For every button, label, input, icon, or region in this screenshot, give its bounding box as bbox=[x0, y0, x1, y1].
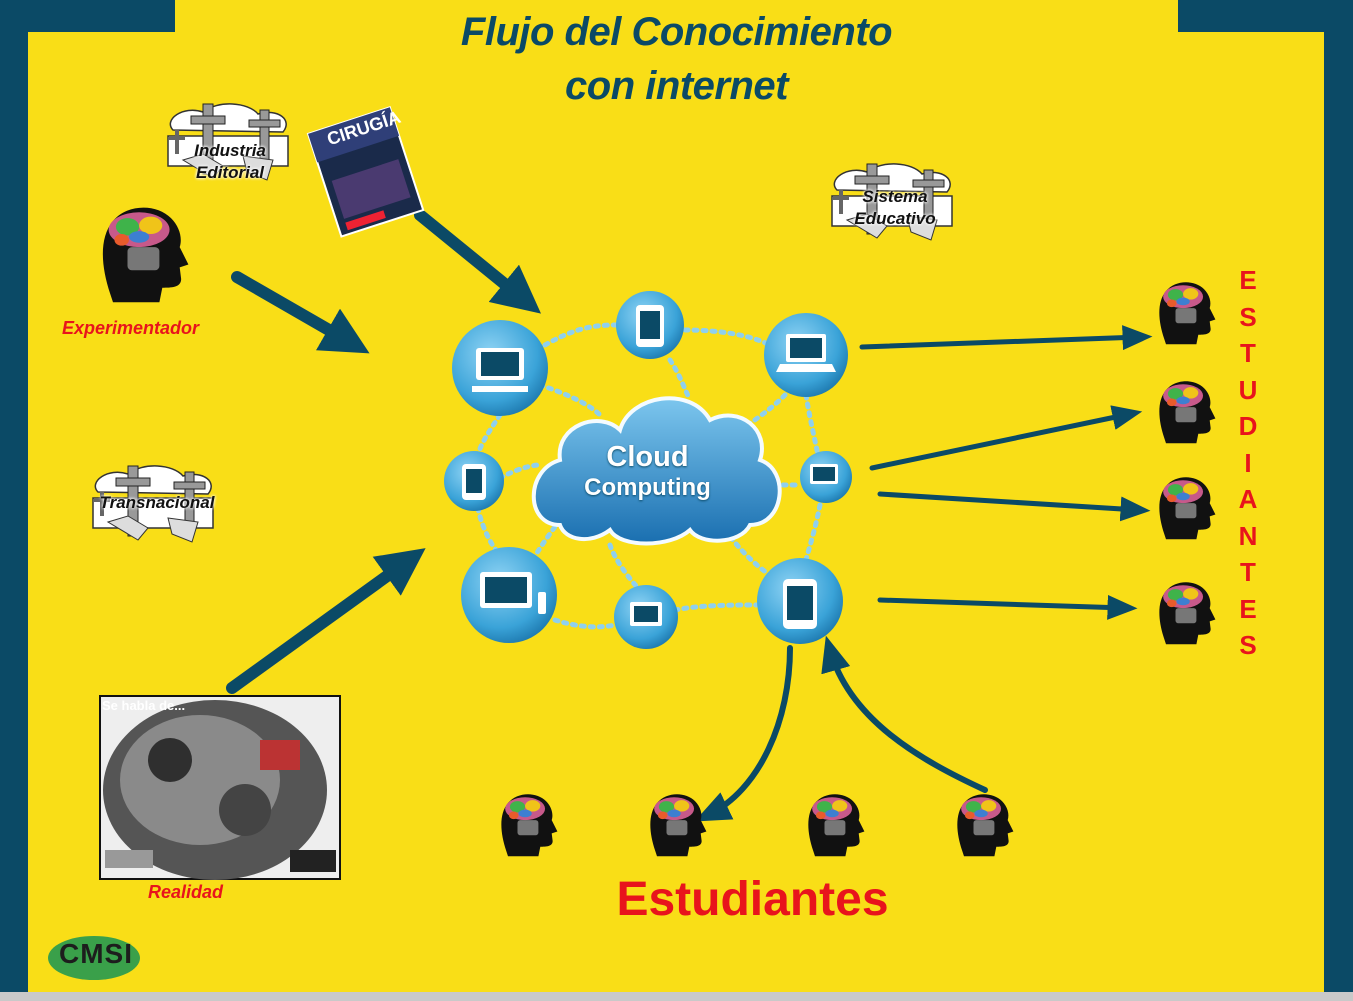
vertical-letter: T bbox=[1240, 557, 1256, 587]
frame-tab-top-left bbox=[0, 0, 175, 32]
network-nodes bbox=[444, 291, 852, 649]
book-cover bbox=[306, 105, 425, 238]
vertical-letter: E bbox=[1239, 265, 1257, 295]
vertical-letter: D bbox=[1238, 411, 1258, 441]
vertical-letter: U bbox=[1238, 374, 1258, 405]
vertical-letter: I bbox=[1244, 447, 1252, 478]
frame-tab-top-right bbox=[1178, 0, 1353, 32]
vertical-estudiantes-label: E S T U D I A N T E S bbox=[1236, 262, 1260, 664]
vertical-letter: S bbox=[1239, 630, 1257, 660]
reality-collage bbox=[99, 695, 341, 880]
cloud-label-line-2: Computing bbox=[584, 474, 711, 501]
label-experimentador: Experimentador bbox=[62, 318, 200, 338]
frame-left bbox=[0, 0, 30, 1001]
vertical-letter: N bbox=[1238, 520, 1258, 551]
title-line-1: Flujo del Conocimiento bbox=[460, 10, 893, 54]
title-line-2: con internet bbox=[565, 64, 788, 108]
cloud-computing-hub bbox=[531, 396, 782, 546]
vertical-letter: E bbox=[1239, 593, 1257, 624]
network-connectors bbox=[475, 322, 823, 630]
collage-caption: Se habla de... bbox=[102, 698, 186, 713]
bottom-bar bbox=[0, 992, 1353, 1001]
cmsi-logo bbox=[48, 936, 140, 980]
flow-arrows bbox=[226, 209, 1153, 822]
label-sistema-educativo: Sistema Educativo bbox=[854, 187, 936, 228]
label-transnacional: Transnacional bbox=[99, 493, 215, 512]
vertical-letter: T bbox=[1240, 338, 1256, 368]
cloud-label: Cloud Computing bbox=[560, 440, 735, 502]
logo-text: CMSI bbox=[59, 938, 133, 969]
label-industria-editorial: Industria Editorial bbox=[194, 141, 266, 182]
cloud-label-line-1: Cloud bbox=[606, 441, 689, 473]
label-realidad: Realidad bbox=[148, 882, 224, 902]
vertical-letter: S bbox=[1239, 301, 1257, 332]
label-estudiantes: Estudiantes bbox=[616, 873, 889, 926]
vertical-letter: A bbox=[1238, 484, 1258, 514]
